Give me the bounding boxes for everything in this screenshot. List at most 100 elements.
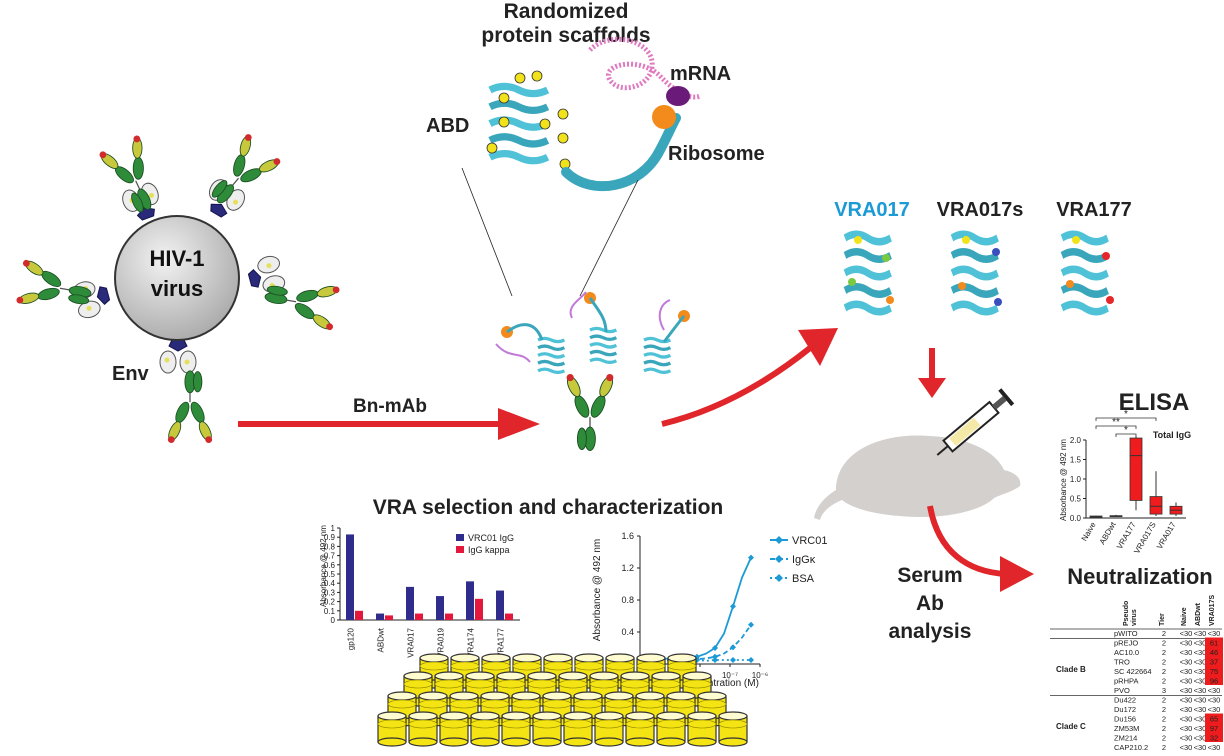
variant-mutation-dots bbox=[848, 236, 1114, 306]
elisa-sig-label: * bbox=[1124, 409, 1128, 420]
abd-label: ABD bbox=[426, 115, 469, 137]
neut-cell: <30 bbox=[1194, 658, 1207, 667]
line-point bbox=[748, 621, 754, 628]
line-point bbox=[748, 554, 754, 561]
bar-category-label: VRA177 bbox=[497, 627, 506, 657]
serum-label-line3: analysis bbox=[889, 620, 972, 643]
well bbox=[470, 711, 500, 747]
neut-cell: <30 bbox=[1180, 677, 1193, 686]
bn-mab-label: Bn-mAb bbox=[353, 396, 427, 417]
serum-label-line1: Serum bbox=[897, 564, 962, 587]
neut-cell: 2 bbox=[1162, 677, 1166, 686]
bar-y-tick-label: 0.5 bbox=[324, 570, 336, 579]
ribosome-display: Randomized protein scaffolds ABD mRNA Ri… bbox=[426, 0, 765, 375]
well bbox=[718, 711, 748, 747]
neut-cell: <30 bbox=[1180, 743, 1193, 752]
scaffolds-title-line1: Randomized bbox=[504, 0, 629, 23]
neut-cell: Du156 bbox=[1114, 715, 1136, 724]
env-label: Env bbox=[112, 363, 150, 385]
neut-cell: 75 bbox=[1210, 667, 1218, 676]
neut-highlight-cell bbox=[1205, 637, 1223, 647]
neut-cell: <30 bbox=[1194, 715, 1207, 724]
neut-cell: <30 bbox=[1208, 696, 1221, 705]
line-point bbox=[712, 645, 718, 651]
neut-cell: 97 bbox=[1210, 724, 1218, 733]
helix-residue-markers bbox=[486, 70, 571, 170]
neut-column-header: ABDwt bbox=[1195, 602, 1202, 626]
neut-cell: 65 bbox=[1210, 715, 1218, 724]
elisa-panel: ELISA Total IgG Absorbance @ 492 nm 0.00… bbox=[1059, 389, 1191, 555]
bar bbox=[496, 590, 504, 620]
bar bbox=[376, 613, 384, 620]
line-y-tick-label: 1.2 bbox=[621, 563, 634, 573]
elisa-y-tick-label: 0.5 bbox=[1070, 495, 1082, 504]
bar bbox=[505, 613, 513, 620]
bar-legend-label: IgG kappa bbox=[468, 545, 510, 555]
syringe-icon bbox=[936, 388, 1015, 456]
neut-cell: <30 bbox=[1194, 696, 1207, 705]
neut-cell: <30 bbox=[1208, 705, 1221, 714]
virus-label-line1: HIV-1 bbox=[149, 246, 204, 271]
well bbox=[656, 711, 686, 747]
mouse-immunization: Serum Ab analysis bbox=[814, 388, 1034, 643]
well-plate-illustration bbox=[377, 653, 748, 747]
elisa-sig-label: * bbox=[1124, 425, 1128, 436]
neut-cell: PVO bbox=[1114, 686, 1130, 695]
neut-cell: 2 bbox=[1162, 743, 1166, 752]
neut-cell: 2 bbox=[1162, 734, 1166, 743]
elisa-category-label: Naive bbox=[1080, 520, 1098, 543]
bar-y-tick-label: 0.8 bbox=[324, 542, 336, 551]
neut-cell: 2 bbox=[1162, 696, 1166, 705]
neut-cell: <30 bbox=[1194, 686, 1207, 695]
neutralization-title: Neutralization bbox=[1067, 564, 1212, 589]
neut-cell: <30 bbox=[1208, 629, 1221, 638]
neut-cell: <30 bbox=[1180, 724, 1193, 733]
bar-category-label: VRA019 bbox=[437, 627, 446, 657]
neut-cell: <30 bbox=[1194, 629, 1207, 638]
neut-highlight-cell bbox=[1205, 723, 1223, 733]
bar-y-tick-label: 0.2 bbox=[324, 598, 336, 607]
line-y-label: Absorbance @ 492 nm bbox=[592, 539, 603, 641]
line-point bbox=[730, 603, 736, 610]
neut-cell: 61 bbox=[1210, 639, 1218, 648]
bn-mab-antibody bbox=[564, 373, 616, 452]
variant-structure-1 bbox=[952, 234, 998, 312]
bar-y-tick-label: 0.7 bbox=[324, 552, 336, 561]
bar-legend-swatch bbox=[456, 534, 464, 541]
well bbox=[439, 711, 469, 747]
neut-cell: 2 bbox=[1162, 658, 1166, 667]
neut-cell: ZM53M bbox=[1114, 724, 1139, 733]
neut-cell: <30 bbox=[1194, 743, 1207, 752]
bar bbox=[445, 613, 453, 620]
elisa-y-tick-label: 1.5 bbox=[1070, 456, 1082, 465]
elisa-sig-label: ** bbox=[1112, 417, 1120, 428]
line-y-tick-label: 0.8 bbox=[621, 595, 634, 605]
well bbox=[594, 711, 624, 747]
neut-cell: 2 bbox=[1162, 715, 1166, 724]
neut-cell: <30 bbox=[1180, 667, 1193, 676]
bar bbox=[415, 613, 423, 620]
vra-selection-title: VRA selection and characterization bbox=[373, 496, 724, 519]
neut-cell: 2 bbox=[1162, 667, 1166, 676]
elisa-category-label: ABDwt bbox=[1098, 520, 1118, 546]
neut-cell: <30 bbox=[1194, 677, 1207, 686]
line-point bbox=[748, 657, 754, 663]
elisa-y-tick-label: 0.0 bbox=[1070, 514, 1082, 523]
peptide-linker bbox=[561, 113, 681, 192]
line-y-tick-label: 0.4 bbox=[621, 627, 634, 637]
neut-cell: <30 bbox=[1180, 696, 1193, 705]
well bbox=[377, 711, 407, 747]
well bbox=[408, 711, 438, 747]
neut-cell: 2 bbox=[1162, 639, 1166, 648]
neut-cell: <30 bbox=[1194, 705, 1207, 714]
neut-cell: Du422 bbox=[1114, 696, 1136, 705]
neut-cell: <30 bbox=[1180, 629, 1193, 638]
neut-cell: <30 bbox=[1208, 686, 1221, 695]
neut-cell: 2 bbox=[1162, 629, 1166, 638]
elisa-chart-title: Total IgG bbox=[1153, 430, 1191, 440]
displayed-complexes bbox=[495, 291, 690, 375]
bar-y-tick-label: 0.3 bbox=[324, 588, 336, 597]
elisa-y-tick-label: 1.0 bbox=[1070, 475, 1082, 484]
